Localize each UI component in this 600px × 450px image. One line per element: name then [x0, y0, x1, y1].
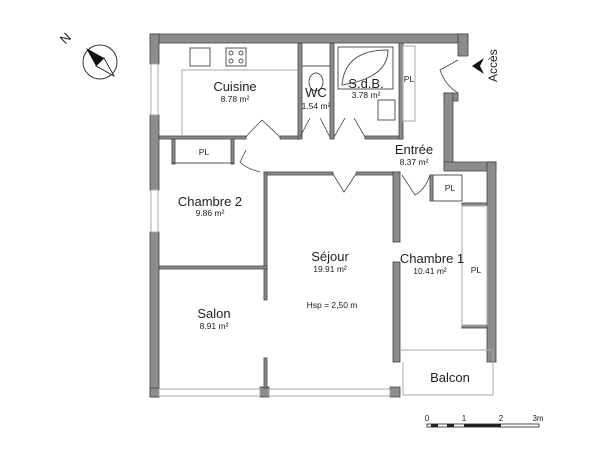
windows — [150, 63, 391, 397]
room-area-salon: 8.91 m² — [200, 321, 229, 331]
ceiling-height: Hsp = 2,50 m — [307, 300, 358, 310]
sink-icon — [189, 47, 211, 67]
scale-tick-label: 0 — [425, 414, 430, 423]
room-label-entree: Entrée — [395, 142, 433, 157]
fixtures — [171, 45, 494, 396]
room-label-balcon: Balcon — [430, 370, 470, 385]
entrance-arrow-icon — [472, 58, 484, 74]
room-area-sejour: 19.91 m² — [313, 264, 347, 274]
closet-label: PL — [199, 147, 210, 157]
scale-bar — [426, 423, 540, 428]
room-label-wc: WC — [305, 85, 327, 100]
room-area-sdb: 3.78 m² — [352, 90, 381, 100]
room-area-chambre-1: 10.41 m² — [413, 266, 447, 276]
room-area-entree: 8.37 m² — [400, 157, 429, 167]
room-label-sdb: S.d.B. — [348, 76, 383, 91]
closet-label: PL — [404, 74, 415, 84]
room-label-cuisine: Cuisine — [213, 79, 256, 94]
scale-tick-label: 2 — [499, 414, 504, 423]
room-label-chambre-2: Chambre 2 — [178, 194, 242, 209]
entrance-label: Accès — [486, 49, 500, 82]
interior-walls — [158, 42, 488, 389]
washbasin-icon — [377, 99, 396, 121]
stove-icon — [225, 47, 247, 67]
bathtub-icon — [337, 46, 394, 90]
room-area-chambre-2: 9.86 m² — [196, 208, 225, 218]
room-label-chambre-1: Chambre 1 — [400, 251, 464, 266]
compass-icon — [82, 44, 118, 80]
north-label: N — [57, 30, 74, 47]
scale-tick-label: 1 — [462, 414, 467, 423]
room-label-sejour: Séjour — [311, 249, 349, 264]
exterior-walls — [149, 33, 497, 398]
closet-label: PL — [471, 265, 482, 275]
room-label-salon: Salon — [197, 306, 230, 321]
scale-tick-label: 3m — [532, 414, 543, 423]
closet-label: PL — [445, 183, 456, 193]
room-area-wc: 1.54 m² — [302, 101, 331, 111]
doors — [239, 59, 459, 196]
toilet-icon — [308, 72, 324, 92]
room-area-cuisine: 8.78 m² — [221, 94, 250, 104]
